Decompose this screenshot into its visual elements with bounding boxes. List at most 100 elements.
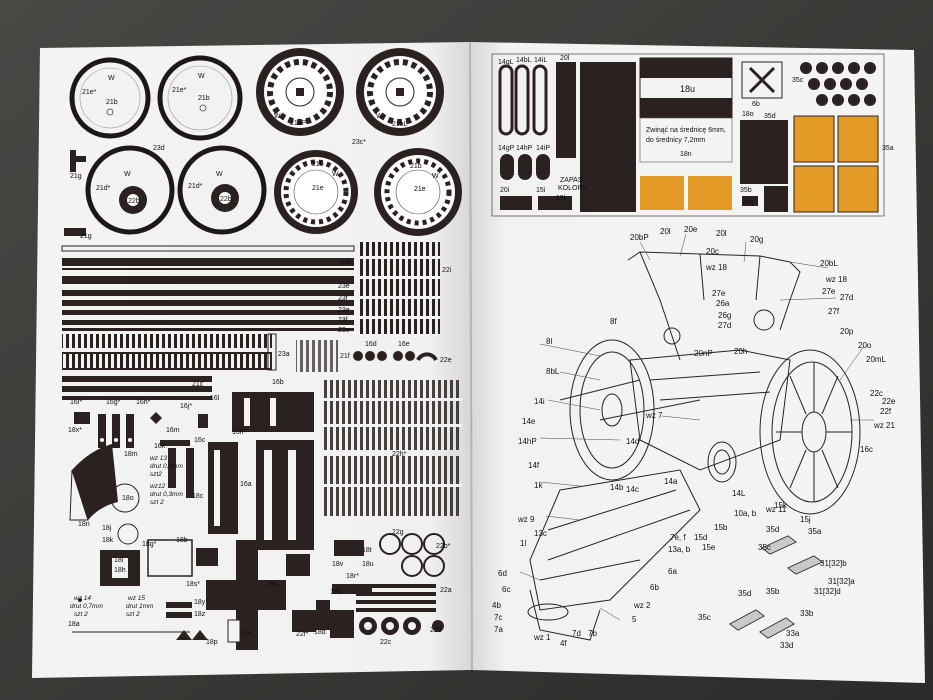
- label-22f: 22f: [880, 407, 892, 416]
- wheel-21e-d: [374, 148, 462, 236]
- label-27f: 27f: [828, 307, 840, 316]
- label-21b: 21b: [106, 99, 118, 106]
- label-15k: 15k: [774, 501, 788, 510]
- label-wz1: wz 1: [533, 633, 551, 642]
- label-wz21: wz 21: [873, 421, 895, 430]
- label-27e: 27e: [712, 289, 726, 298]
- label-22c: 22c: [870, 389, 883, 398]
- label-16l: 16l: [210, 395, 220, 402]
- label-22f: 22f*: [296, 631, 309, 638]
- hourglass-array: [322, 380, 462, 516]
- label-18r: 18r*: [346, 573, 359, 580]
- label-18j: 18j: [102, 525, 112, 532]
- instruction-line-1: Zwinąć na średnicę 6mm,: [646, 127, 726, 134]
- label-wz2: wz 2: [633, 601, 651, 610]
- label-w: W: [108, 75, 115, 82]
- diagram-labels: 20bP 20l 20e 20l 20g 20c 20bL wz 18 wz 1…: [492, 225, 896, 650]
- label-13c: 13c: [534, 529, 547, 538]
- label-22d: 22d: [430, 627, 442, 634]
- label-6b: 6b: [752, 101, 760, 108]
- label-20c: 20c: [706, 247, 719, 256]
- label-7ef: 7e, f: [670, 533, 686, 542]
- label-6d: 6d: [498, 569, 507, 578]
- gears-22g: [379, 533, 445, 577]
- instruction-line-2: do średnicy 7,2mm: [646, 137, 705, 144]
- label-w: W: [432, 173, 439, 180]
- label-23c: 23c*: [352, 139, 366, 146]
- label-7d: 7d: [572, 629, 581, 638]
- label-16d: 16d: [365, 341, 377, 348]
- label-21e: 21e: [414, 186, 426, 193]
- label-1l: 1l: [520, 539, 526, 548]
- label-21d: 21d*: [96, 185, 111, 192]
- label-7a: 7a: [494, 625, 503, 634]
- label-23a: 23a: [278, 351, 290, 358]
- label-27d: 27d: [718, 321, 731, 330]
- label-22a: 22a: [440, 587, 452, 594]
- label-wz9: wz 9: [517, 515, 535, 524]
- label-18p: 18p: [206, 639, 218, 646]
- frame-16b: [168, 392, 314, 550]
- wheel-21e-a: [69, 57, 151, 139]
- label-16h: 16h*: [136, 399, 151, 406]
- label-16k: 16k: [154, 443, 166, 450]
- leader-lines: [519, 233, 874, 621]
- label-21b: 21b: [410, 163, 422, 170]
- label-14il: 14iL: [534, 57, 547, 64]
- label-14e: 14e: [522, 417, 536, 426]
- dots-16d: [353, 351, 438, 362]
- assembly-18l: [206, 540, 330, 650]
- label-14a: 14a: [664, 477, 678, 486]
- wheel-21aL: [356, 48, 444, 136]
- label-21al: 21aL: [392, 121, 408, 128]
- wheel-21d-a: [85, 145, 175, 235]
- label-16b: 16b: [272, 379, 284, 386]
- label-14l: 14L: [732, 489, 746, 498]
- label-wz11: wz 11: [765, 505, 787, 514]
- label-14c: 14c: [626, 485, 639, 494]
- label-20g: 20g: [750, 235, 763, 244]
- label-w: W: [124, 171, 131, 178]
- label-16a: 16a: [240, 481, 252, 488]
- long-strips: [61, 245, 355, 331]
- label-18u: 18u: [330, 589, 342, 596]
- wheel-21d-b: [177, 145, 267, 235]
- label-wz18: wz 18: [825, 275, 847, 284]
- shield-arc-18: [72, 444, 118, 520]
- label-21g: 21g: [80, 233, 92, 240]
- label-23d: 23d: [153, 145, 165, 152]
- label-21g: 21g: [70, 173, 82, 180]
- label-18x: 18x*: [68, 427, 82, 434]
- label-20bp: 20bP: [630, 233, 649, 242]
- label-18t: 18t: [362, 547, 372, 554]
- label-6c: 6c: [502, 585, 510, 594]
- label-w: W: [274, 113, 281, 120]
- label-22h: 22h*: [392, 451, 407, 458]
- label-21b: 21b: [198, 95, 210, 102]
- label-13ab: 13a, b: [668, 545, 691, 554]
- label-16e: 16e: [398, 341, 410, 348]
- label-35d: 35d: [738, 589, 751, 598]
- label-21f: 21f: [340, 353, 350, 360]
- label-31-32d: 31[32]d: [814, 587, 841, 596]
- dots-35c: [800, 62, 876, 106]
- label-23e: 23e: [338, 283, 350, 290]
- label-20p: 20p: [840, 327, 854, 336]
- label-14i: 14i: [534, 397, 545, 406]
- label-23b: 23b: [340, 259, 352, 266]
- label-18k: 18k: [102, 537, 114, 544]
- label-18u: 18u: [680, 84, 695, 94]
- wheel-21e-c: [274, 150, 358, 234]
- label-26g: 26g: [718, 311, 731, 320]
- label-23e: 23e: [338, 307, 350, 314]
- label-18h: 18h: [114, 567, 126, 574]
- label-16c: 16c: [194, 437, 206, 444]
- label-18c: 18c: [192, 493, 204, 500]
- label-35a: 35a: [808, 527, 822, 536]
- label-15i: 15i: [536, 187, 546, 194]
- label-20l: 20l: [560, 55, 570, 62]
- label-31-32b: 31[32]b: [820, 559, 847, 568]
- label-14bl: 14bL: [516, 57, 532, 64]
- wheel-21e-b: [157, 55, 243, 141]
